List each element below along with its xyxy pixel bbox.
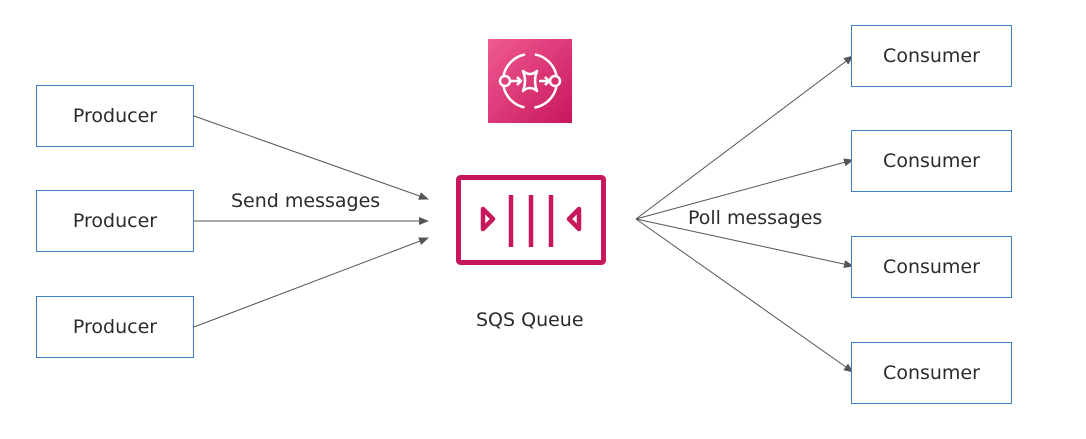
poll-messages-label: Poll messages [688, 207, 823, 229]
consumer-box: Consumer [851, 130, 1012, 192]
consumer-box: Consumer [851, 236, 1012, 298]
producer-box: Producer [36, 85, 194, 147]
arrow-queue-to-consumer-4 [635, 218, 854, 373]
consumer-box: Consumer [851, 342, 1012, 404]
arrow-queue-to-consumer-2 [635, 158, 854, 220]
sqs-queue-label: SQS Queue [476, 309, 584, 331]
producer-box: Producer [36, 190, 194, 252]
producer-box: Producer [36, 296, 194, 358]
sqs-service-icon [488, 39, 572, 123]
arrow-producer-1-to-queue [193, 115, 429, 200]
arrow-producer-3-to-queue [193, 237, 429, 328]
sqs-queue-icon [456, 175, 606, 265]
arrow-queue-to-consumer-3 [635, 218, 854, 269]
arrow-queue-to-consumer-1 [635, 55, 854, 220]
send-messages-label: Send messages [231, 190, 381, 212]
consumer-box: Consumer [851, 25, 1012, 87]
